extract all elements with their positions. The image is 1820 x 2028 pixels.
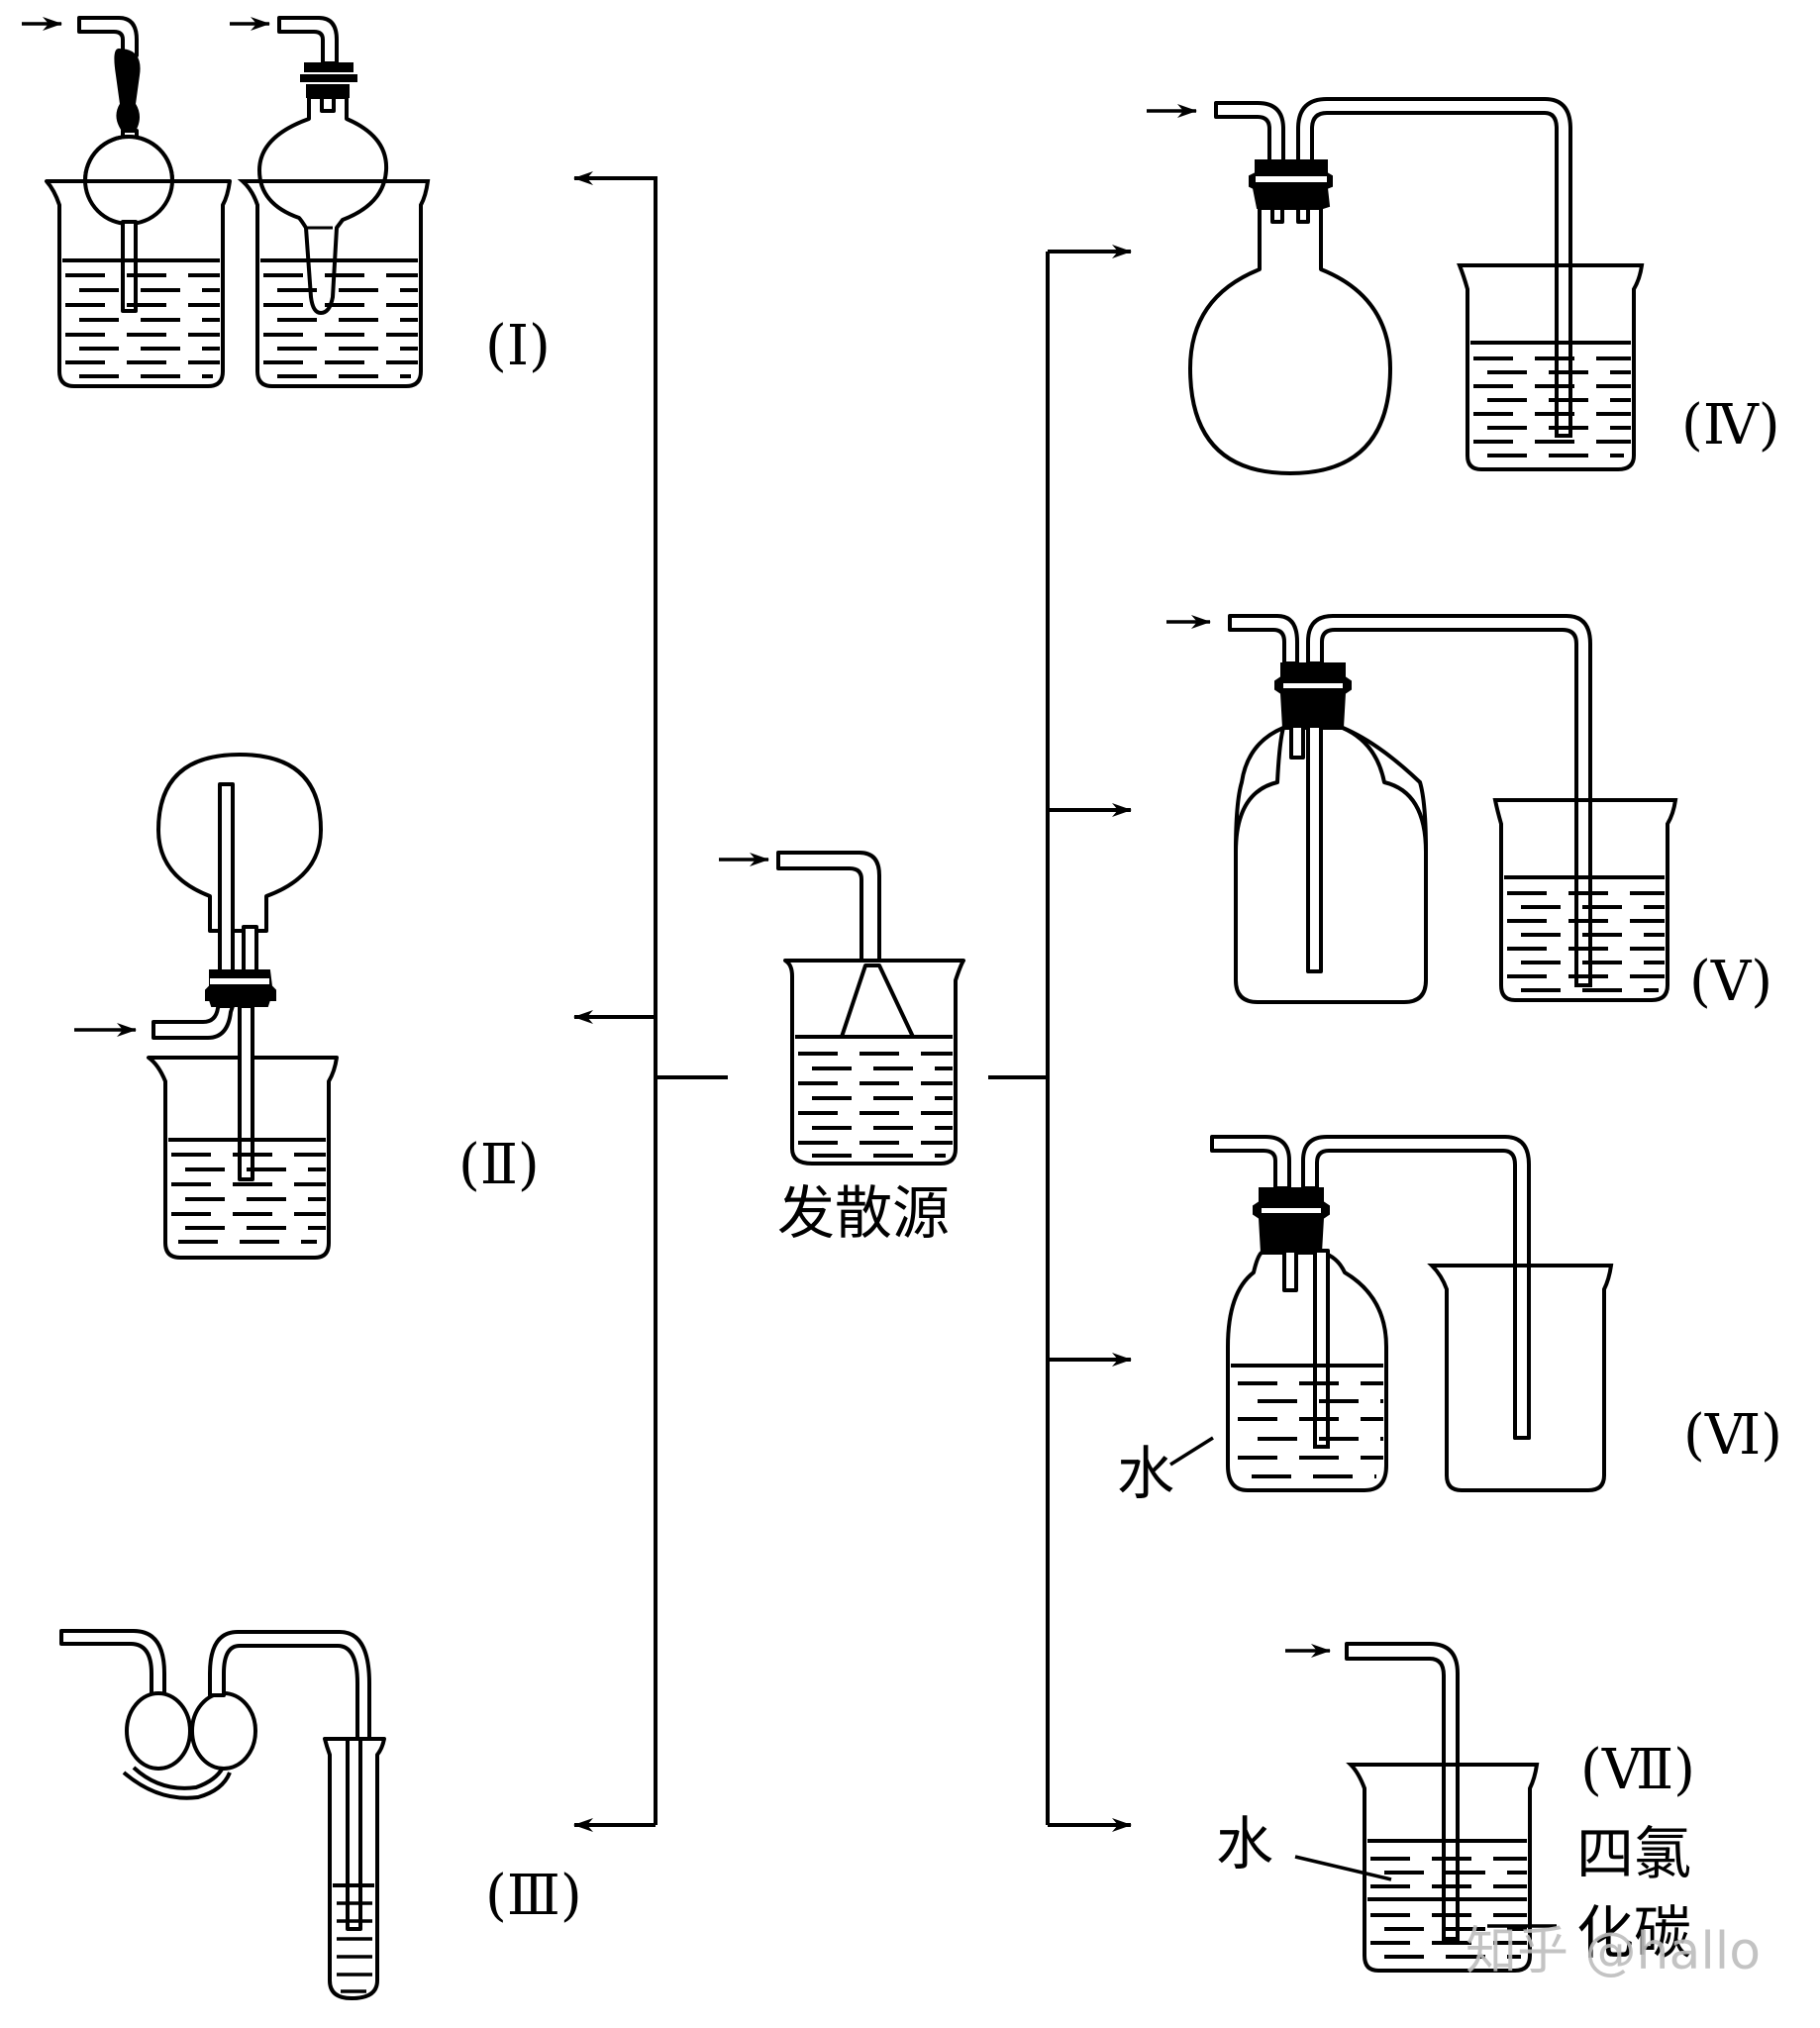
source-label: 发散源 bbox=[777, 1179, 950, 1247]
rubber-stopper bbox=[300, 62, 357, 98]
water-leader-line bbox=[1169, 1436, 1214, 1467]
beaker-right bbox=[237, 179, 431, 388]
rubber-tube-joint bbox=[114, 48, 141, 132]
liquid-hatching bbox=[1238, 1381, 1383, 1478]
watermark: 知乎 @hallo bbox=[1466, 1922, 1761, 1981]
source-apparatus: 发散源 bbox=[719, 851, 965, 1247]
rubber-stopper bbox=[1253, 1187, 1330, 1254]
outlet-tube bbox=[238, 1004, 254, 1181]
setup-III: (Ⅲ) bbox=[59, 1629, 582, 2000]
right-bulb bbox=[190, 1691, 257, 1771]
liquid-hatching bbox=[337, 1901, 372, 1993]
ccl4-annotation-line2: 化碳 bbox=[1576, 1899, 1691, 1967]
liquid-hatching bbox=[1507, 891, 1665, 992]
inlet-tube bbox=[1228, 614, 1299, 665]
drying-bulb bbox=[257, 95, 389, 315]
liquid-hatching bbox=[171, 1153, 326, 1244]
short-tube bbox=[1289, 724, 1305, 760]
setup-VII: 水 (Ⅶ) 四氯 化碳 bbox=[1216, 1642, 1695, 1973]
liquid-hatching bbox=[65, 273, 220, 378]
inlet-tube bbox=[277, 16, 339, 65]
rubber-stopper bbox=[1249, 159, 1333, 209]
setup-II: (Ⅱ) bbox=[74, 753, 540, 1260]
inner-tube bbox=[320, 95, 336, 113]
delivery-tube-end bbox=[346, 1737, 362, 1931]
setup-IV: (Ⅳ) bbox=[1147, 97, 1780, 475]
ccl4-annotation-line1: 四氯 bbox=[1576, 1820, 1691, 1887]
setup-V-label: (Ⅴ) bbox=[1689, 950, 1772, 1014]
liquid-hatching bbox=[798, 1052, 953, 1158]
setup-III-label: (Ⅲ) bbox=[485, 1864, 582, 1928]
setup-VII-label: (Ⅶ) bbox=[1580, 1738, 1695, 1802]
setup-VI-label: (Ⅵ) bbox=[1683, 1403, 1782, 1468]
water-annotation: 水 bbox=[1216, 1810, 1273, 1877]
inlet-tube bbox=[776, 851, 881, 963]
liquid-hatching bbox=[263, 273, 418, 378]
beaker bbox=[1492, 798, 1678, 1002]
round-flask bbox=[1188, 206, 1392, 475]
gas-bottle bbox=[1226, 1251, 1388, 1492]
long-inner-tube bbox=[218, 782, 235, 984]
left-branch-connector bbox=[573, 171, 728, 1832]
left-bulb bbox=[125, 1691, 192, 1771]
long-tube bbox=[1306, 724, 1323, 973]
beaker bbox=[1346, 1763, 1540, 1973]
setup-IV-label: (Ⅳ) bbox=[1681, 393, 1780, 457]
rubber-stopper bbox=[205, 969, 276, 1001]
u-connector bbox=[122, 1771, 232, 1800]
right-branch-connector bbox=[988, 245, 1132, 1832]
inverted-flask bbox=[156, 753, 323, 933]
setup-I-label: (Ⅰ) bbox=[485, 314, 551, 378]
setup-VI: 水 (Ⅵ) bbox=[1117, 1135, 1782, 1507]
beaker bbox=[1457, 263, 1645, 471]
setup-II-label: (Ⅱ) bbox=[458, 1133, 540, 1197]
water-annotation: 水 bbox=[1117, 1440, 1174, 1507]
gas-bottle bbox=[1234, 726, 1428, 1004]
bulb-stem bbox=[121, 220, 138, 313]
liquid-hatching bbox=[1473, 356, 1631, 457]
rubber-stopper bbox=[1274, 662, 1352, 729]
setup-I: (Ⅰ) bbox=[22, 16, 551, 388]
beaker-left bbox=[45, 179, 232, 388]
inlet-tube bbox=[1210, 1135, 1291, 1190]
inlet-tube bbox=[152, 1004, 235, 1040]
inlet-tube bbox=[59, 1629, 166, 1700]
water-leader-line bbox=[1294, 1855, 1392, 1881]
setup-V: (Ⅴ) bbox=[1166, 614, 1772, 1014]
short-tube bbox=[1282, 1249, 1298, 1292]
empty-beaker bbox=[1427, 1264, 1614, 1492]
